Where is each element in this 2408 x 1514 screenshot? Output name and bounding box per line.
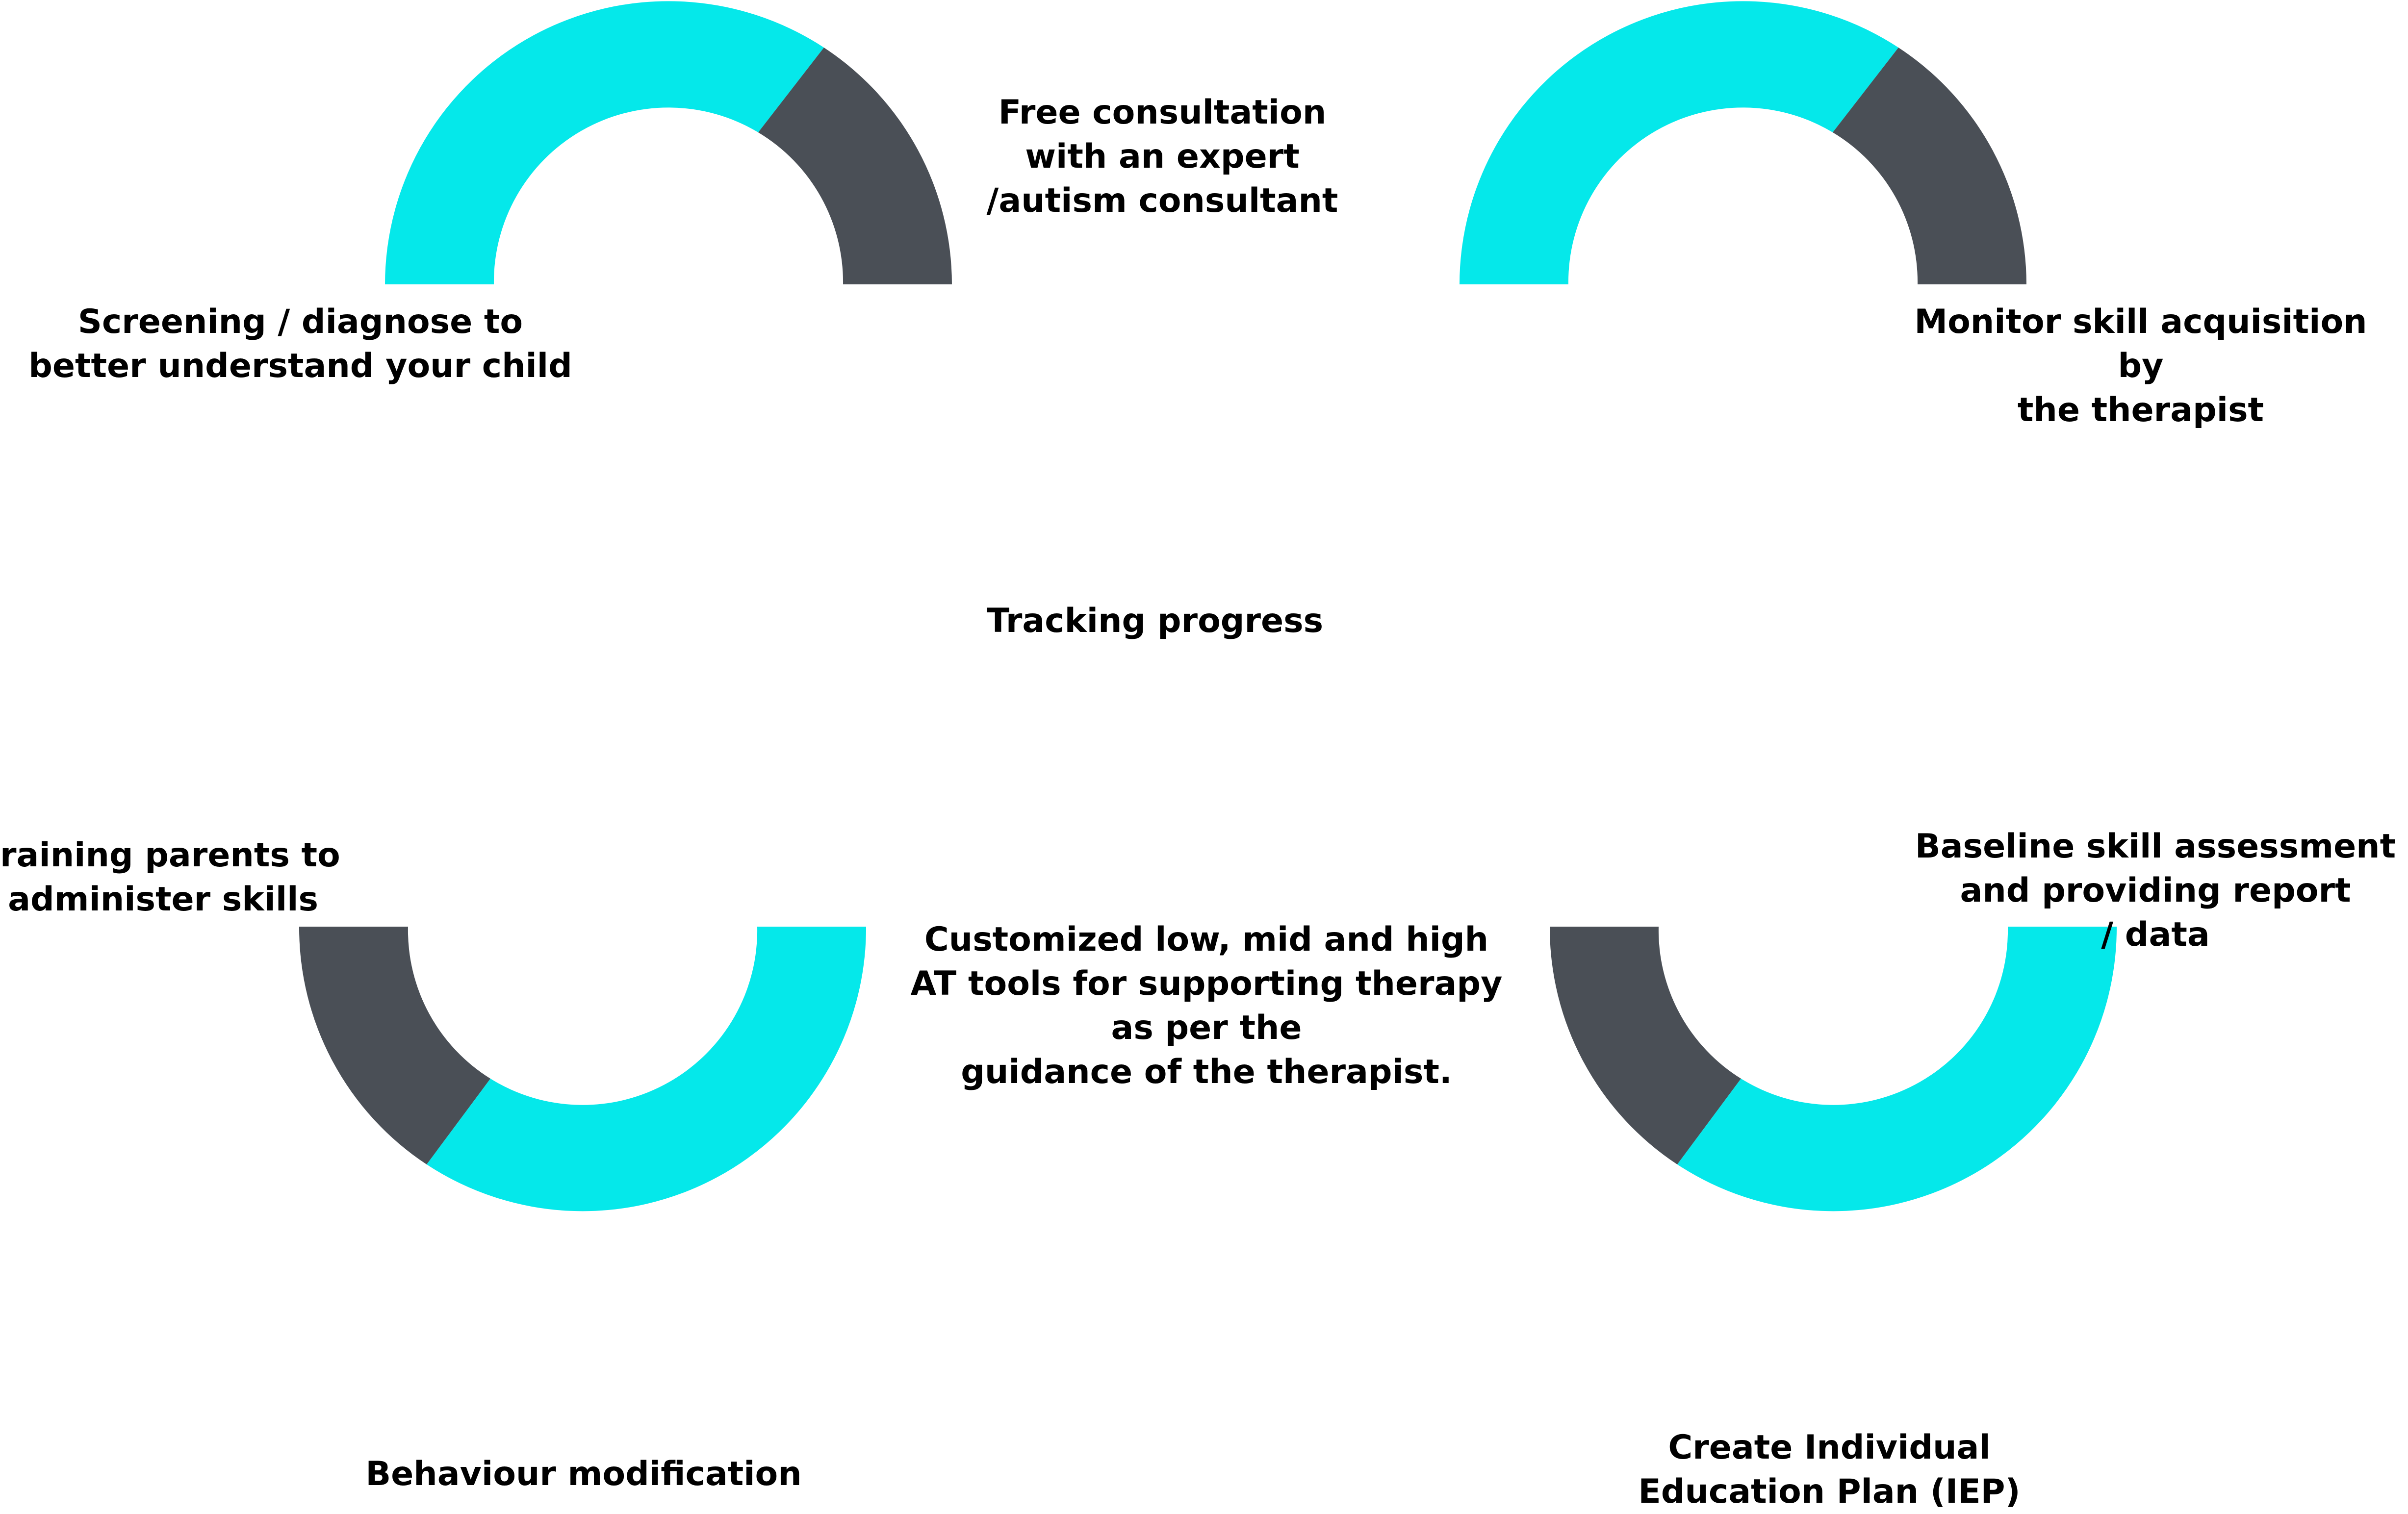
step-baseline-skill-assessment-line-3: / data bbox=[2101, 915, 2210, 954]
step-free-consultation-line-2: with an expert bbox=[1025, 137, 1300, 176]
arc-top-right-accent-segment bbox=[1460, 1, 1898, 284]
arc-top-left bbox=[385, 1, 952, 284]
step-customized-at-tools-line-2: AT tools for supporting therapy bbox=[910, 964, 1503, 1003]
step-create-iep: Create Individual Education Plan (IEP) bbox=[1584, 1426, 2075, 1514]
step-free-consultation-line-1: Free consultation bbox=[998, 93, 1327, 132]
step-customized-at-tools-line-3: as per the bbox=[1111, 1009, 1302, 1047]
step-training-parents: raining parents to administer skills bbox=[0, 833, 340, 922]
step-customized-at-tools: Customized low, mid and high AT tools fo… bbox=[897, 918, 1515, 1094]
step-free-consultation-line-3: /autism consultant bbox=[986, 181, 1338, 220]
step-behaviour-modification: Behaviour modification bbox=[333, 1452, 834, 1496]
arc-top-left-dark-segment bbox=[758, 48, 952, 284]
step-tracking-progress: Tracking progress bbox=[910, 599, 1400, 643]
arc-bottom-left-accent-segment bbox=[427, 927, 867, 1211]
step-monitor-skill-acquisition-line-2: by bbox=[2118, 347, 2164, 385]
step-free-consultation: Free consultation with an expert /autism… bbox=[917, 91, 1408, 223]
arc-bottom-right bbox=[1549, 927, 2117, 1211]
step-create-iep-line-2: Education Plan (IEP) bbox=[1638, 1472, 2021, 1511]
step-baseline-skill-assessment-line-2: and providing report bbox=[1960, 871, 2351, 910]
step-customized-at-tools-line-4: guidance of the therapist. bbox=[961, 1053, 1452, 1091]
step-training-parents-line-2: administer skills bbox=[8, 880, 318, 919]
step-screening-diagnose-line-2: better understand your child bbox=[28, 347, 572, 385]
arc-bottom-left bbox=[299, 927, 867, 1211]
step-monitor-skill-acquisition: Monitor skill acquisition by the therapi… bbox=[1883, 300, 2398, 432]
arc-top-left-accent-segment bbox=[385, 1, 824, 284]
step-screening-diagnose-line-1: Screening / diagnose to bbox=[77, 303, 523, 341]
step-training-parents-line-1: raining parents to bbox=[0, 836, 340, 875]
step-screening-diagnose: Screening / diagnose to better understan… bbox=[20, 300, 581, 388]
arc-top-right-dark-segment bbox=[1833, 48, 2026, 284]
arc-bottom-right-accent-segment bbox=[1677, 927, 2117, 1211]
step-baseline-skill-assessment: Baseline skill assessment and providing … bbox=[1903, 825, 2408, 957]
arc-bottom-right-dark-segment bbox=[1549, 927, 1741, 1164]
step-behaviour-modification-line-1: Behaviour modification bbox=[365, 1455, 802, 1493]
step-monitor-skill-acquisition-line-1: Monitor skill acquisition bbox=[1914, 303, 2367, 341]
step-monitor-skill-acquisition-line-3: the therapist bbox=[2017, 391, 2264, 429]
arc-bottom-left-dark-segment bbox=[299, 927, 490, 1164]
step-baseline-skill-assessment-line-1: Baseline skill assessment bbox=[1915, 827, 2396, 866]
step-tracking-progress-line-1: Tracking progress bbox=[986, 602, 1324, 640]
step-create-iep-line-1: Create Individual bbox=[1668, 1428, 1991, 1467]
arc-top-right bbox=[1460, 1, 2026, 284]
step-customized-at-tools-line-1: Customized low, mid and high bbox=[924, 920, 1489, 959]
